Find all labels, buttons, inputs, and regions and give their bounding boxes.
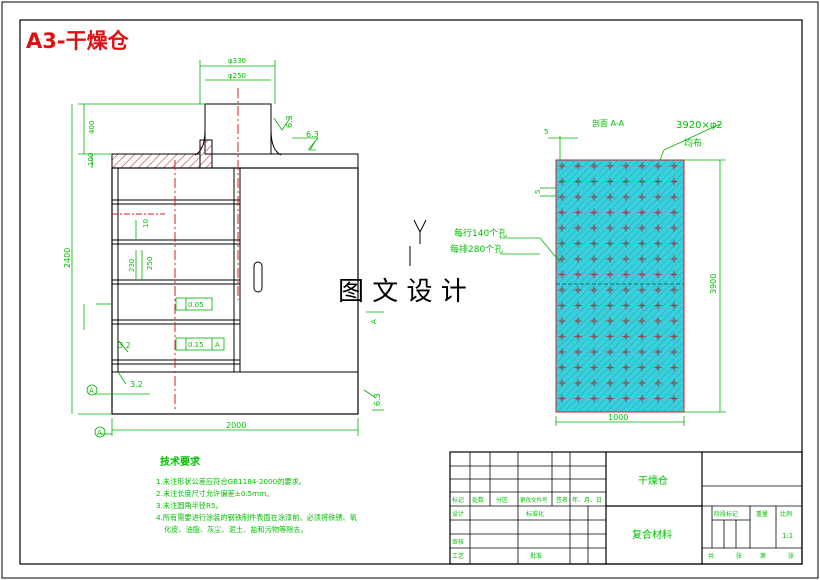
left-row-label: 批准	[530, 552, 542, 560]
datum-label: A	[89, 387, 94, 395]
door-handle-slot	[253, 261, 263, 293]
roughness-3: 3.2	[118, 341, 131, 350]
roughness-2: 6.3	[306, 130, 319, 139]
tech-heading: 技术要求	[160, 455, 201, 468]
main-view-dim-text: φ330 φ250 400 100 2400 2000 10 250 230 6…	[63, 57, 382, 437]
sheet-title: A3-干燥仓	[26, 29, 130, 53]
sheet-cell: 张	[788, 552, 794, 560]
dim-top-outer-dia: φ330	[228, 57, 246, 65]
shelf	[111, 279, 241, 285]
stage-cell: 比例	[780, 510, 792, 518]
watermark-text: 图 文 设 计	[338, 277, 467, 307]
tech-line: 化皮、油脂、灰尘、泥土、盐和污物等除去。	[164, 525, 308, 534]
header-cell: 更改文件号	[520, 496, 548, 504]
dim-flange-height: 100	[87, 153, 95, 166]
tolerance-frames	[86, 297, 225, 438]
tech-line: 1.未注形状公差应符合GB1184-2000的要求。	[156, 477, 306, 486]
main-view-dimensions	[71, 60, 384, 436]
header-cell: 处数	[472, 496, 484, 504]
roughness-1: 6.3	[285, 115, 294, 128]
mesh-note-row: 每行140个孔	[454, 227, 507, 239]
shelf	[111, 199, 241, 205]
shelf	[111, 239, 241, 245]
dim-total-height: 2400	[63, 248, 72, 268]
dim-shelf-gap-b: 250	[146, 257, 154, 270]
datum-circle	[86, 384, 98, 396]
dim-shelf-gap-c: 230	[128, 259, 136, 272]
dim-top-inner-dia: φ250	[228, 72, 246, 80]
dryer-body	[111, 167, 359, 415]
dim-neck-height: 400	[88, 121, 96, 134]
sheet-inner-border	[19, 19, 803, 565]
tech-line: 2.未注长度尺寸允许偏差±0.5mm。	[156, 489, 273, 498]
tech-line: 3.未注圆角半径R5。	[156, 501, 223, 510]
datum-circle	[94, 426, 106, 438]
tolerance-frame-2	[175, 337, 225, 351]
pitch-label: 5	[544, 128, 548, 136]
tech-requirements: 技术要求 1.未注形状公差应符合GB1184-2000的要求。 2.未注长度尺寸…	[156, 455, 357, 534]
title-block	[449, 451, 803, 565]
stage-cell: 阶段标记	[714, 510, 738, 518]
scale-value: 1:1	[782, 532, 793, 540]
roughness-4: 3.2	[130, 380, 143, 389]
mesh-height: 3900	[709, 274, 718, 294]
stage-cell: 重量	[756, 510, 768, 518]
header-cell: 分区	[496, 496, 508, 504]
dim-shelf-gap-a: 10	[142, 219, 150, 228]
tech-line: 4.所有需要进行涂装的钢铁制件表面在涂漆前，必须将铁锈、氧	[156, 513, 357, 522]
mesh-note-col: 每排280个孔	[450, 243, 503, 255]
sheet-cell: 张	[736, 552, 742, 560]
right-view-dimensions	[500, 123, 726, 426]
flange-hatch-neck	[199, 139, 213, 169]
main-view	[111, 88, 359, 415]
section-marker	[409, 219, 427, 266]
tolerance-value-2: 0.15	[188, 341, 204, 349]
neck-right-fillet	[270, 129, 282, 156]
left-row-label: 标准化	[526, 510, 544, 518]
left-row-label: 设计	[452, 510, 464, 518]
sheet-cell: 共	[708, 552, 714, 560]
pitch-label-v: 5	[534, 190, 542, 194]
tolerance-datum: A	[215, 341, 220, 349]
mesh-spec-label2: 均布	[684, 137, 702, 149]
shelf	[111, 359, 241, 365]
sheet-cell: 第	[760, 552, 766, 560]
shelf	[111, 319, 241, 325]
right-view	[555, 159, 685, 413]
datum-label: A	[370, 319, 378, 324]
mesh-width: 1000	[608, 413, 628, 422]
header-cell: 标记	[452, 496, 464, 504]
mesh-spec-label: 3920×φ2	[676, 120, 723, 131]
roughness-5: 6.3	[373, 393, 382, 406]
material: 复合材料	[632, 528, 672, 541]
mesh-hole-grid	[558, 162, 678, 403]
shelves	[111, 199, 241, 365]
part-name: 干燥仓	[638, 474, 668, 487]
header-cell: 年、月、日	[572, 496, 602, 504]
tolerance-frame-1	[175, 297, 213, 311]
right-view-dim-text: 剖面 A-A 3920×φ2 均布 5 5 每行140个孔 每排280个孔 39…	[450, 118, 723, 422]
flange-hatch-left	[111, 153, 201, 169]
header-cell: 签名	[556, 496, 568, 504]
left-row-label: 审核	[452, 538, 464, 546]
left-row-label: 工艺	[452, 552, 464, 560]
tolerance-value-1: 0.05	[188, 301, 204, 309]
flange-plate-right	[211, 153, 359, 169]
title-block-text: 干燥仓 复合材料 标记 处数 分区 更改文件号 签名 年、月、日 设计 标准化 …	[452, 474, 794, 560]
section-label: 剖面 A-A	[592, 118, 625, 128]
dim-total-width: 2000	[226, 421, 246, 430]
mesh-hatch-overlay	[556, 160, 684, 412]
datum-label: A	[97, 429, 102, 437]
